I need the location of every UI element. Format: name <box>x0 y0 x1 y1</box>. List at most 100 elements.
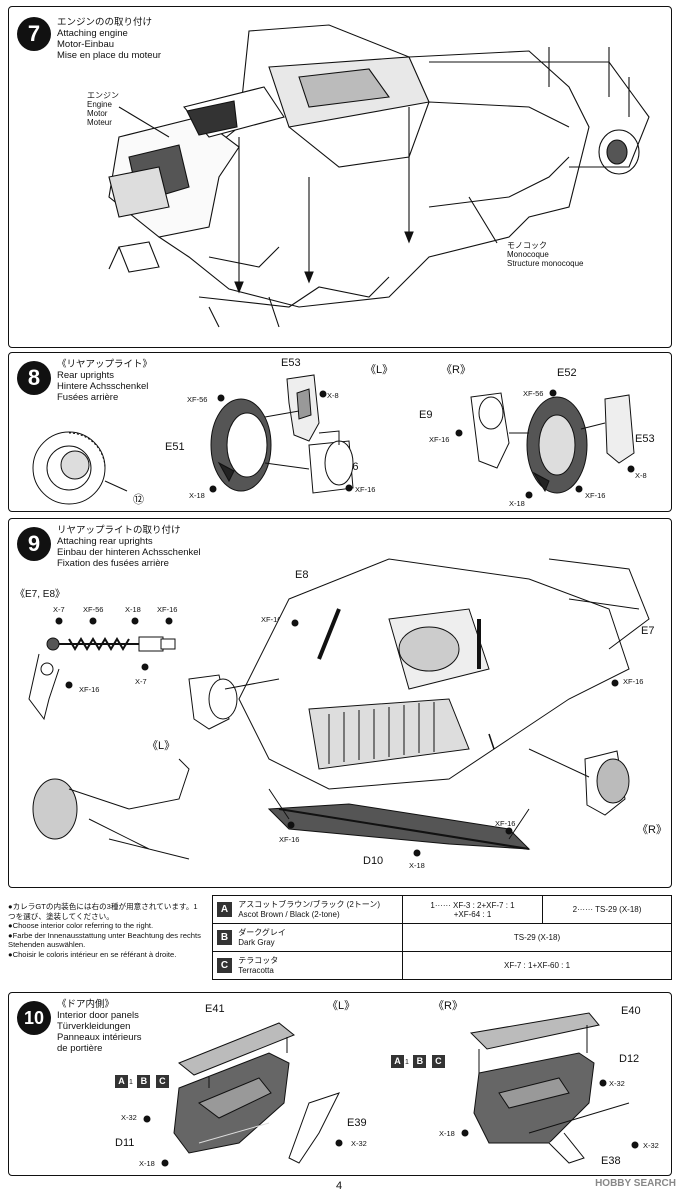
watermark-logo: HOBBY SEARCH <box>595 1178 676 1189</box>
step9-part-e7: E7 <box>641 625 655 637</box>
step8-number: 8 <box>17 361 51 395</box>
step10-number: 10 <box>17 1001 51 1035</box>
step9-part-d10: D10 <box>363 855 384 867</box>
step8-title: 《リヤアップライト》 Rear uprights Hintere Achssch… <box>57 359 152 403</box>
step8-paint-x18-l: X-18 <box>189 491 205 500</box>
step8-ref-12: ⑫ <box>133 494 144 506</box>
step7-number: 7 <box>17 17 51 51</box>
step8-part-e53-r: E53 <box>635 433 655 445</box>
step9-paint-xf16-top: XF-16 <box>157 605 178 614</box>
engine-label: エンジン Engine Motor Moteur <box>87 91 119 127</box>
step9-title: リヤアップライトの取り付け Attaching rear uprights Ei… <box>57 525 201 569</box>
step8-paint-x8-l: X-8 <box>327 391 339 400</box>
step10-side-r: 《R》 <box>433 1000 463 1012</box>
step7-title-de: Motor-Einbau <box>57 39 115 50</box>
color-c-name-jp: テラコッタ <box>238 955 279 965</box>
step8-part-e9: E9 <box>419 409 433 421</box>
step10-title-de: Türverkleidungen <box>57 1021 131 1032</box>
engine-label-en: Engine <box>87 100 112 109</box>
code-a-l: A <box>115 1075 128 1088</box>
step7-panel: 7 エンジンのの取り付け Attaching engine Motor-Einb… <box>8 6 672 348</box>
note-fr: ●Choisir le coloris intérieur en se réfé… <box>8 949 177 959</box>
step8-title-de: Hintere Achsschenkel <box>57 381 149 392</box>
step10-part-e40: E40 <box>621 1005 641 1017</box>
note-en: ●Choose interior color referring to the … <box>8 921 154 931</box>
step9-number: 9 <box>17 527 51 561</box>
step8-part-e52: E52 <box>557 367 577 379</box>
door-panels-drawing <box>143 1012 639 1167</box>
code-c-l: C <box>155 1075 169 1088</box>
step8-paint-xf16-r2: XF-16 <box>585 491 606 500</box>
step9-paint-xf16-e8: XF-16 <box>261 615 282 624</box>
monocoque-label: モノコック Monocoque Structure monocoque <box>507 241 584 268</box>
interior-color-table: A アスコットブラウン/ブラック (2トーン) Ascot Brown / Bl… <box>212 895 672 980</box>
engine-label-fr: Moteur <box>87 118 112 127</box>
code-b-l: B <box>137 1075 151 1088</box>
step10-paint-x32-l2: X-32 <box>351 1139 367 1148</box>
step8-side-r: 《R》 <box>441 364 471 376</box>
step9-paint-x7-top: X-7 <box>53 605 65 614</box>
color-row-c: C テラコッタ Terracotta XF-7 : 1+XF-60 : 1 <box>212 951 672 980</box>
step7-title-fr: Mise en place du moteur <box>57 50 162 61</box>
step9-sub-e7e8: 《E7, E8》 <box>15 589 66 600</box>
step8-paint-xf16-l: XF-16 <box>355 485 376 494</box>
step9-side-l: 《L》 <box>147 740 176 752</box>
step9-paint-xf16-shock: XF-16 <box>79 685 100 694</box>
step10-title-en: Interior door panels <box>57 1010 139 1021</box>
step9-paint-xf16-br: XF-16 <box>495 819 516 828</box>
color-b-name-en: Dark Gray <box>238 937 275 947</box>
note-jp: ●カレラGTの内装色には右の3種が用意されています。1つを選び、塗装してください… <box>8 902 198 921</box>
code-1-r: 1 <box>405 1059 409 1066</box>
code-c-r: C <box>431 1055 445 1068</box>
step10-paint-x32-r1: X-32 <box>609 1079 625 1088</box>
step8-paint-x8-r: X-8 <box>635 471 647 480</box>
color-row-a: A アスコットブラウン/ブラック (2トーン) Ascot Brown / Bl… <box>212 895 672 924</box>
step8-paint-xf16-r1: XF-16 <box>429 435 450 444</box>
color-a-name-jp: アスコットブラウン/ブラック (2トーン) <box>238 899 381 909</box>
page-number: 4 <box>336 1180 343 1192</box>
color-key-c: C <box>217 957 232 973</box>
step10-part-e41: E41 <box>205 1003 225 1015</box>
code-a-r: A <box>391 1055 404 1068</box>
step10-side-l: 《L》 <box>327 1000 356 1012</box>
step10-paint-x32-r2: X-32 <box>643 1141 659 1150</box>
step10-paint-x18-r: X-18 <box>439 1129 455 1138</box>
step8-title-jp: 《リヤアップライト》 <box>57 359 153 370</box>
step10-panel: 10 《ドア内側》 Interior door panels Türverkle… <box>8 992 672 1176</box>
step9-title-fr: Fixation des fusées arrière <box>57 558 169 569</box>
step9-part-e8: E8 <box>295 569 309 581</box>
step8-title-en: Rear uprights <box>57 370 115 381</box>
color-row-b: B ダークグレイ Dark Gray TS-29 (X-18) <box>212 923 672 952</box>
engine-monocoque-drawing <box>108 24 650 328</box>
step9-paint-xf56: XF-56 <box>83 605 104 614</box>
color-c-name-en: Terracotta <box>238 965 274 975</box>
step7-title-en: Attaching engine <box>57 28 128 39</box>
color-a-recipe1b: +XF-64 : 1 <box>453 909 492 919</box>
step8-paint-xf56-l: XF-56 <box>187 395 208 404</box>
color-a-name-en: Ascot Brown / Black (2-tone) <box>238 909 340 919</box>
engine-label-jp: エンジン <box>87 91 119 100</box>
code-b-r: B <box>413 1055 427 1068</box>
color-a-recipe2-num: 2 <box>572 905 578 914</box>
step7-title: エンジンのの取り付け Attaching engine Motor-Einbau… <box>57 17 161 61</box>
color-b-recipe: TS-29 (X-18) <box>402 923 672 952</box>
color-c-recipe: XF-7 : 1+XF-60 : 1 <box>402 951 672 980</box>
rear-uprights-drawing <box>32 374 635 505</box>
step8-paint-x18-r: X-18 <box>509 499 525 508</box>
step10-part-e38: E38 <box>601 1155 621 1167</box>
monocoque-label-fr: Structure monocoque <box>507 259 584 268</box>
engine-label-de: Motor <box>87 109 108 118</box>
code-1-l: 1 <box>129 1079 133 1086</box>
step8-panel: 8 《リヤアップライト》 Rear uprights Hintere Achss… <box>8 352 672 512</box>
step10-part-d12: D12 <box>619 1053 640 1065</box>
step9-paint-x18-bottom: X-18 <box>409 861 425 870</box>
step10-title-jp: 《ドア内側》 <box>57 999 115 1010</box>
color-key-b: B <box>217 929 232 945</box>
step9-side-r: 《R》 <box>637 824 667 836</box>
step10-part-d11: D11 <box>115 1137 135 1149</box>
step10-title-fr2: de portière <box>57 1043 103 1054</box>
color-a-recipe2: TS-29 (X-18) <box>595 905 642 914</box>
step8-paint-xf56-r: XF-56 <box>523 389 544 398</box>
step8-side-l: 《L》 <box>365 364 394 376</box>
